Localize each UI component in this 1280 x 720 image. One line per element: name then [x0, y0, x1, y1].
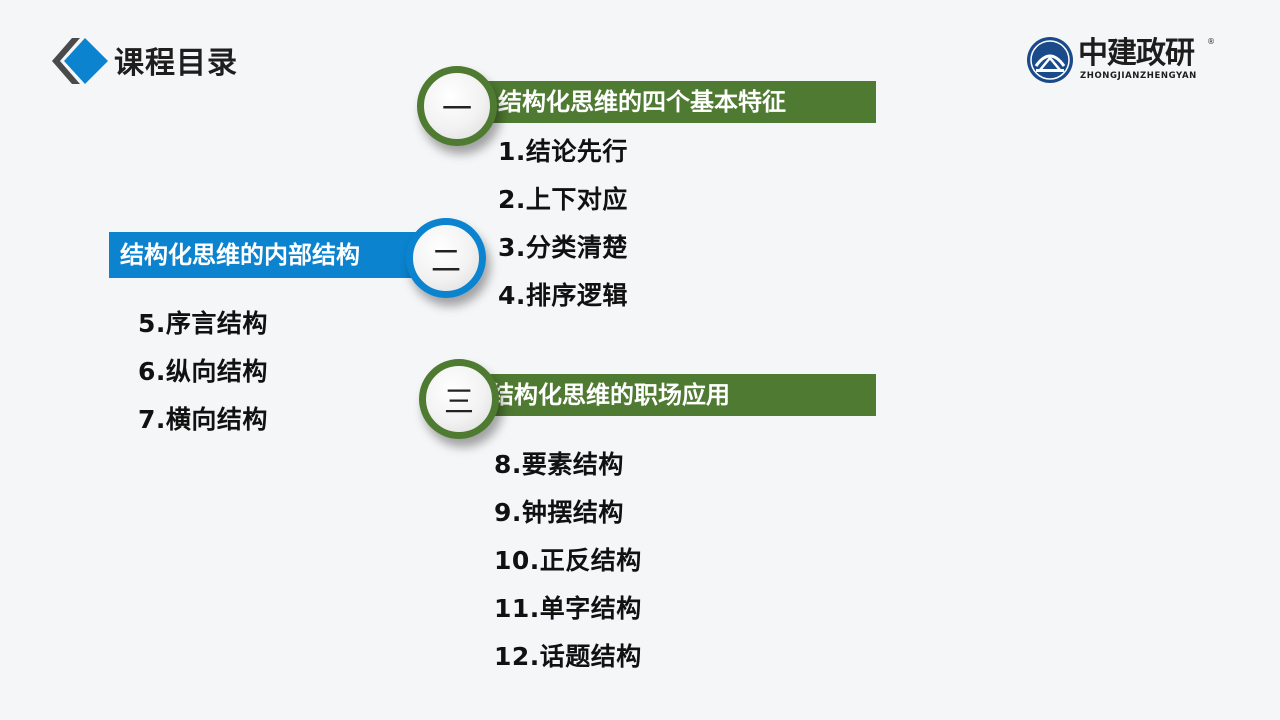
section-3-number: 三	[444, 385, 474, 420]
list-item: 11.单字结构	[494, 594, 642, 623]
list-item: 2.上下对应	[498, 185, 628, 214]
list-item: 6.纵向结构	[138, 357, 268, 386]
section-1-badge: 一	[417, 66, 497, 146]
list-item: 8.要素结构	[494, 450, 624, 479]
logo-registered-mark: ®	[1207, 37, 1215, 46]
section-2-number: 二	[431, 244, 461, 279]
list-item: 1.结论先行	[498, 137, 628, 166]
logo-name-cn: 中建政研	[1078, 36, 1195, 71]
logo-name-en: ZHONGJIANZHENGYAN	[1080, 71, 1197, 81]
section-2-title: 结构化思维的内部结构	[120, 241, 360, 269]
section-2-badge: 二	[406, 218, 486, 298]
section-3-title: 结构化思维的职场应用	[490, 381, 730, 409]
list-item: 9.钟摆结构	[494, 498, 624, 527]
company-logo-emblem-icon	[1027, 37, 1073, 83]
title-diamond-icon	[52, 38, 108, 84]
list-item: 12.话题结构	[494, 642, 642, 671]
section-3-badge: 三	[419, 359, 499, 439]
list-item: 4.排序逻辑	[498, 281, 628, 310]
list-item: 7.横向结构	[138, 405, 268, 434]
list-item: 3.分类清楚	[498, 233, 628, 262]
section-1-number: 一	[442, 92, 472, 127]
page-title: 课程目录	[114, 46, 238, 81]
section-2-banner: 结构化思维的内部结构	[109, 232, 449, 278]
section-1-title: 结构化思维的四个基本特征	[498, 88, 786, 116]
list-item: 5.序言结构	[138, 309, 268, 338]
section-3-banner: 结构化思维的职场应用	[450, 374, 876, 416]
list-item: 10.正反结构	[494, 546, 642, 575]
section-1-banner: 结构化思维的四个基本特征	[448, 81, 876, 123]
